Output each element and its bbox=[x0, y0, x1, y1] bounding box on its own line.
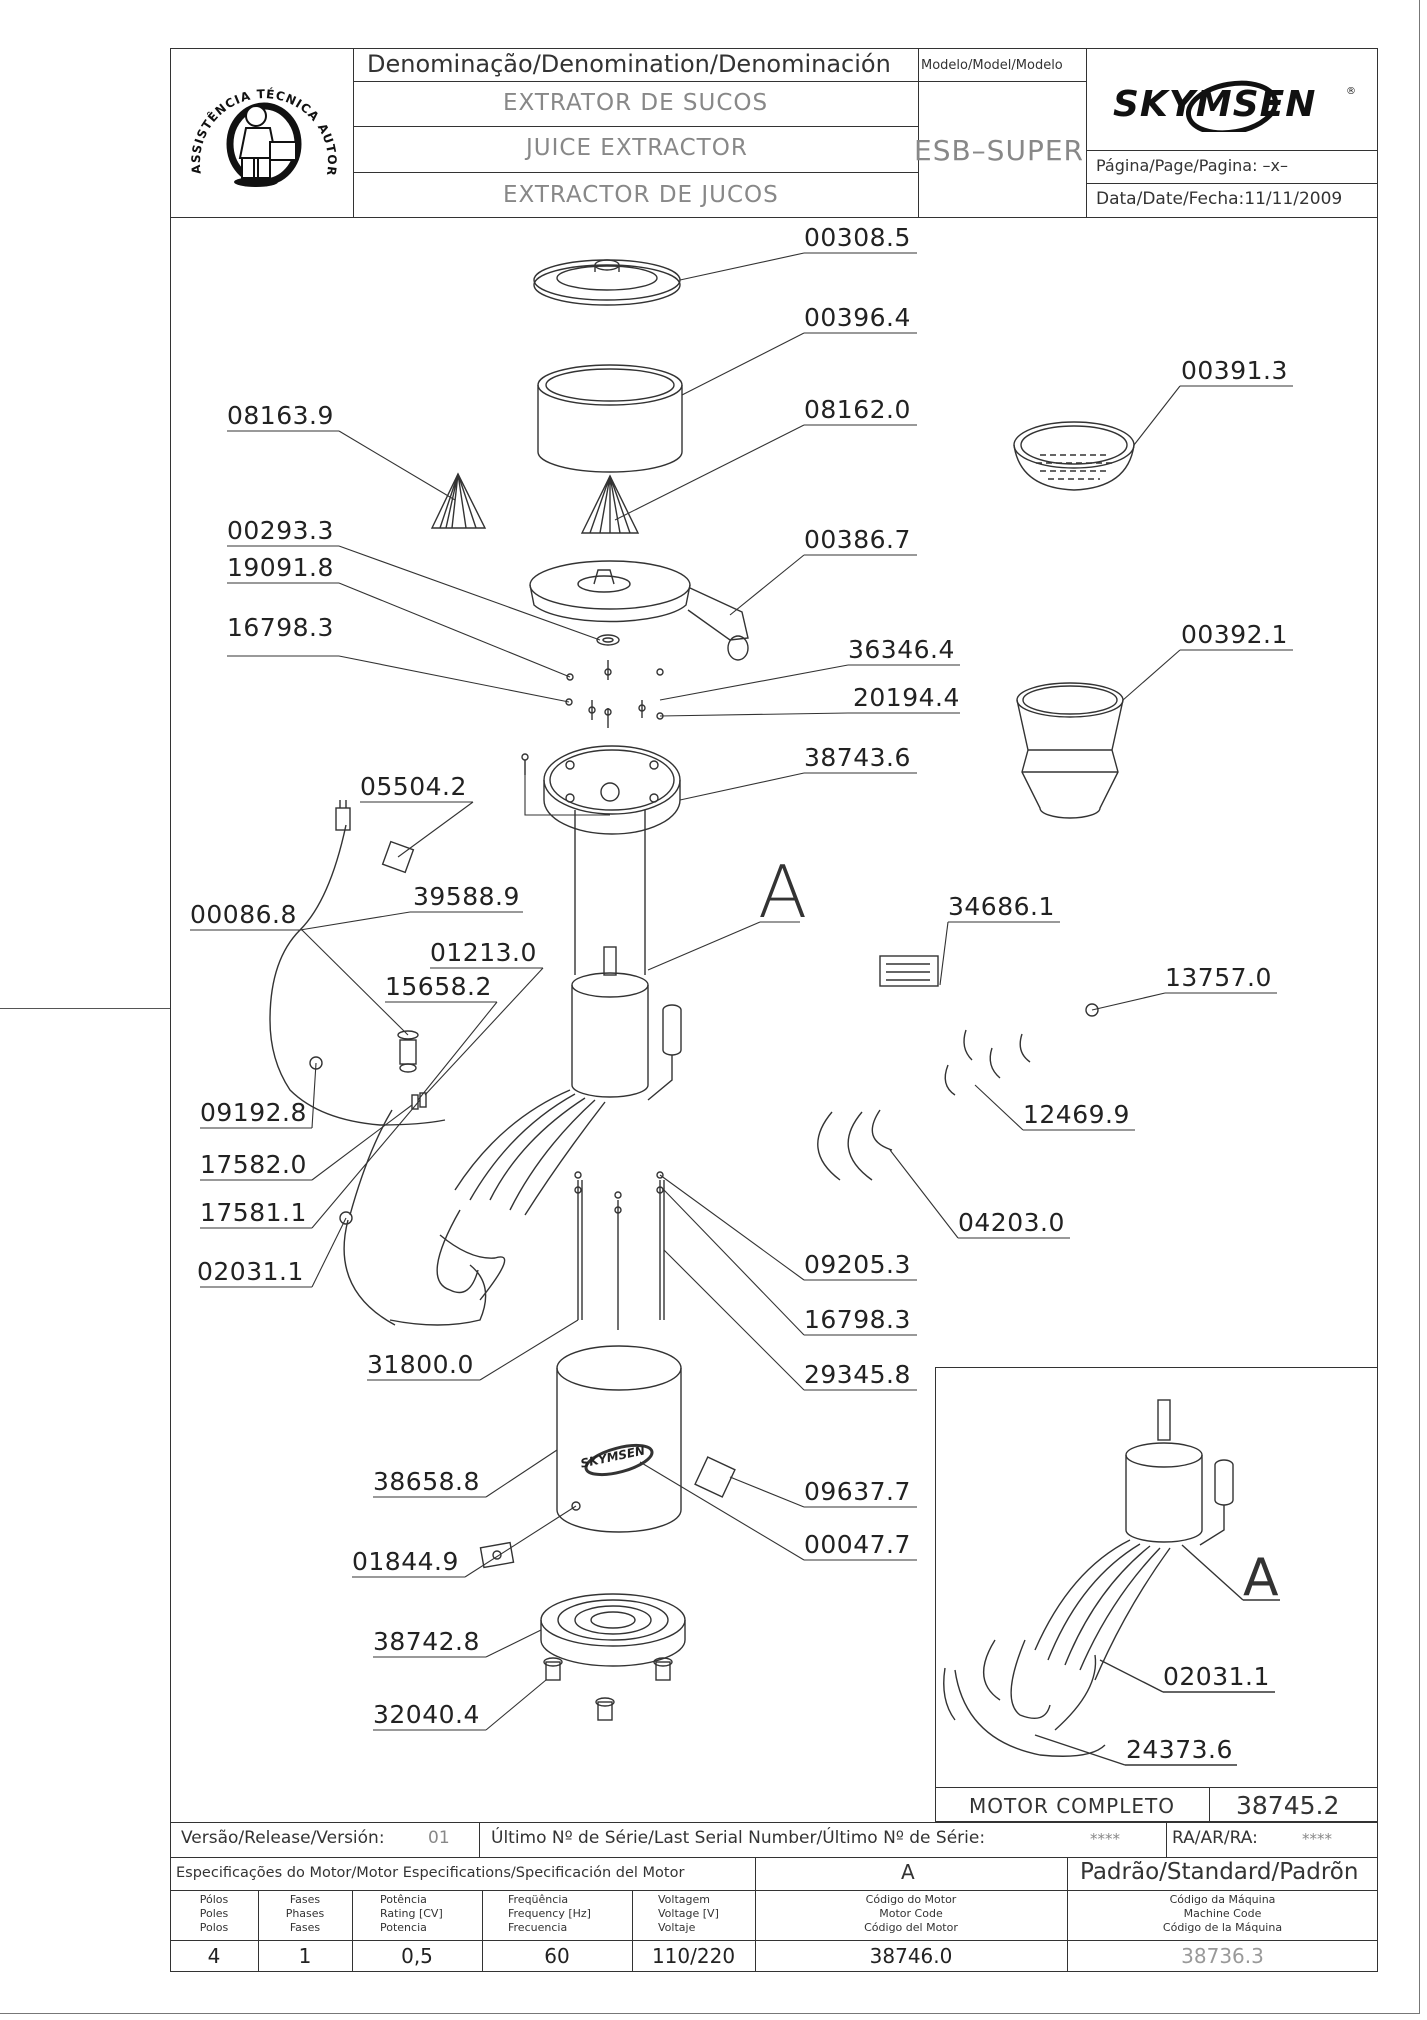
part-label: 01844.9 bbox=[352, 1547, 459, 1576]
part-label: 38743.6 bbox=[804, 743, 911, 772]
date-label: Data/Date/Fecha:11/11/2009 bbox=[1096, 189, 1343, 209]
serial-value: **** bbox=[1090, 1830, 1120, 1848]
part-label: 16798.3 bbox=[804, 1305, 911, 1334]
part-label: A bbox=[758, 850, 808, 934]
part-label: 38658.8 bbox=[373, 1467, 480, 1496]
drawing-frame bbox=[170, 48, 1378, 1972]
motor-spec-value: A bbox=[901, 1860, 915, 1884]
part-label: 20194.4 bbox=[853, 683, 960, 712]
part-label: 17581.1 bbox=[200, 1198, 307, 1227]
part-label: 13757.0 bbox=[1165, 963, 1272, 992]
part-label: 34686.1 bbox=[948, 892, 1055, 921]
machine-code-value: 38736.3 bbox=[1181, 1944, 1264, 1968]
inset-cap-label: 02031.1 bbox=[1163, 1662, 1270, 1691]
part-label: 00392.1 bbox=[1181, 620, 1288, 649]
part-label: 17582.0 bbox=[200, 1150, 307, 1179]
part-label: 12469.9 bbox=[1023, 1100, 1130, 1129]
model-label: Modelo/Model/Modelo bbox=[921, 58, 1063, 73]
voltage-value: 110/220 bbox=[651, 1944, 736, 1968]
part-label: 00308.5 bbox=[804, 223, 911, 252]
inset-title: MOTOR COMPLETO bbox=[969, 1794, 1175, 1818]
motor-code-value: 38746.0 bbox=[869, 1944, 953, 1968]
motor-inset bbox=[935, 1367, 1378, 1822]
part-label: 02031.1 bbox=[197, 1257, 304, 1286]
serial-label: Último Nº de Série/Last Serial Number/Úl… bbox=[491, 1828, 986, 1848]
part-label: 39588.9 bbox=[413, 882, 520, 911]
release-label: Versão/Release/Versión: bbox=[181, 1828, 385, 1848]
part-label: 09637.7 bbox=[804, 1477, 911, 1506]
brand-reg: ® bbox=[1346, 86, 1356, 97]
rating-value: 0,5 bbox=[401, 1944, 433, 1968]
margin-mark bbox=[0, 1008, 170, 1009]
part-label: 00396.4 bbox=[804, 303, 911, 332]
motor-spec-label: Especificações do Motor/Motor Especifica… bbox=[176, 1865, 685, 1881]
product-name-pt: EXTRATOR DE SUCOS bbox=[503, 90, 769, 116]
part-label: 01213.0 bbox=[430, 938, 537, 967]
part-label: 19091.8 bbox=[227, 553, 334, 582]
part-label: 00086.8 bbox=[190, 900, 297, 929]
part-label: 31800.0 bbox=[367, 1350, 474, 1379]
ra-value: **** bbox=[1302, 1830, 1332, 1848]
frequency-value: 60 bbox=[544, 1944, 570, 1968]
part-label: 00047.7 bbox=[804, 1530, 911, 1559]
service-seal: ASSISTÊNCIA TÉCNICA AUTORIZADA bbox=[184, 58, 344, 208]
ra-label: RA/AR/RA: bbox=[1172, 1828, 1258, 1848]
standard-label: Padrão/Standard/Padrõn bbox=[1080, 1859, 1359, 1885]
part-label: 09205.3 bbox=[804, 1250, 911, 1279]
part-label: 00386.7 bbox=[804, 525, 911, 554]
part-label: 29345.8 bbox=[804, 1360, 911, 1389]
inset-a-label: A bbox=[1243, 1548, 1280, 1608]
part-label: 00293.3 bbox=[227, 516, 334, 545]
part-label: 09192.8 bbox=[200, 1098, 307, 1127]
phases-value: 1 bbox=[298, 1944, 312, 1968]
page-label: Página/Page/Pagina: –x– bbox=[1096, 156, 1289, 175]
part-label: 08162.0 bbox=[804, 395, 911, 424]
part-label: 08163.9 bbox=[227, 401, 334, 430]
denomination-label: Denominação/Denomination/Denominación bbox=[367, 50, 891, 78]
part-label: 38742.8 bbox=[373, 1627, 480, 1656]
inset-terminal-label: 24373.6 bbox=[1126, 1735, 1233, 1764]
product-name-en: JUICE EXTRACTOR bbox=[526, 135, 748, 161]
part-label: 16798.3 bbox=[227, 613, 334, 642]
product-name-es: EXTRACTOR DE JUCOS bbox=[503, 182, 779, 208]
model-value: ESB–SUPER bbox=[914, 134, 1084, 167]
release-value: 01 bbox=[428, 1828, 450, 1848]
part-label: 15658.2 bbox=[385, 972, 492, 1001]
part-label: 00391.3 bbox=[1181, 356, 1288, 385]
poles-value: 4 bbox=[207, 1944, 221, 1968]
part-label: 36346.4 bbox=[848, 635, 955, 664]
part-label: 32040.4 bbox=[373, 1700, 480, 1729]
brand-name: SKYMSEN bbox=[1113, 84, 1317, 125]
inset-code: 38745.2 bbox=[1236, 1791, 1340, 1820]
part-label: 04203.0 bbox=[958, 1208, 1065, 1237]
part-label: 05504.2 bbox=[360, 772, 467, 801]
brand-logo: SKYMSEN ® bbox=[1110, 80, 1356, 132]
